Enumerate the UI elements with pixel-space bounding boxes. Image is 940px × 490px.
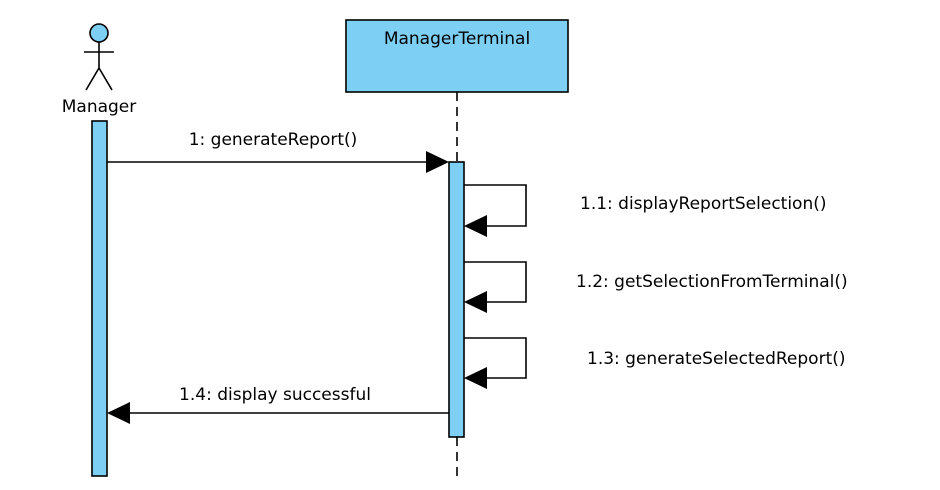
message-1-2-line xyxy=(464,261,527,303)
message-1-3-label: 1.3: generateSelectedReport() xyxy=(587,349,846,369)
actor-left-leg xyxy=(85,67,100,91)
lifeline-managerterminal[interactable]: ManagerTerminal xyxy=(345,19,569,93)
message-1-3[interactable]: 1.3: generateSelectedReport() xyxy=(464,337,846,389)
object-box xyxy=(345,19,569,93)
message-1-1-line xyxy=(464,184,527,227)
message-1-4[interactable]: 1.4: display successful xyxy=(107,385,449,424)
message-1-4-label: 1.4: display successful xyxy=(179,385,371,405)
message-1-label: 1: generateReport() xyxy=(189,130,358,150)
actor-right-leg xyxy=(98,67,113,91)
actor-head xyxy=(89,23,109,43)
message-1-1[interactable]: 1.1: displayReportSelection() xyxy=(464,184,827,237)
message-1-1-arrowhead xyxy=(464,215,487,237)
message-1-2-arrowhead xyxy=(464,291,487,313)
object-activation-bar xyxy=(448,161,465,438)
message-1-2[interactable]: 1.2: getSelectionFromTerminal() xyxy=(464,261,848,313)
message-1-3-arrowhead xyxy=(464,367,487,389)
actor-manager[interactable]: Manager xyxy=(62,23,137,117)
actor-activation-bar xyxy=(91,120,108,477)
message-1[interactable]: 1: generateReport() xyxy=(107,130,449,173)
message-1-4-arrowhead xyxy=(107,402,130,424)
message-1-3-line xyxy=(464,337,527,379)
message-1-2-label: 1.2: getSelectionFromTerminal() xyxy=(576,272,848,292)
object-label: ManagerTerminal xyxy=(384,29,530,49)
message-1-arrowhead xyxy=(426,151,449,173)
message-1-1-label: 1.1: displayReportSelection() xyxy=(580,194,827,214)
actor-label: Manager xyxy=(62,97,137,117)
